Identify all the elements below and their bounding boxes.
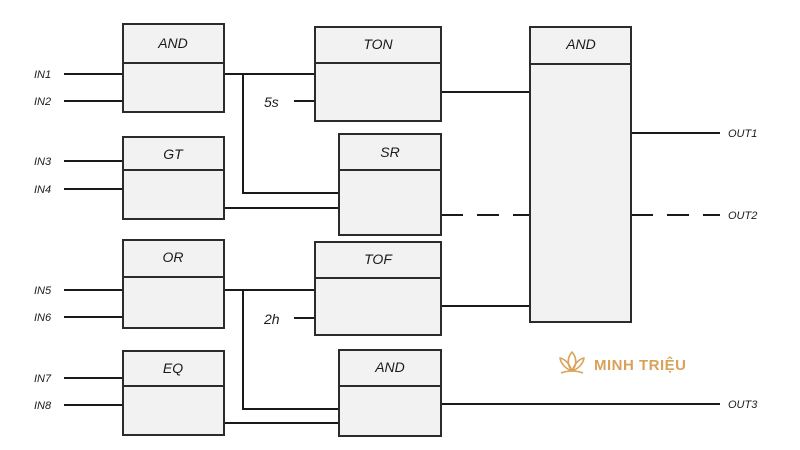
block-gt: GT bbox=[122, 136, 225, 220]
block-and1: AND bbox=[122, 23, 225, 113]
lotus-icon bbox=[555, 349, 589, 382]
input-label-in4: IN4 bbox=[34, 184, 51, 196]
block-ton: TON bbox=[314, 26, 442, 122]
output-label-out3: OUT3 bbox=[728, 399, 758, 411]
block-title-and1: AND bbox=[157, 35, 188, 51]
block-title-ton: TON bbox=[363, 36, 393, 52]
input-label-in1: IN1 bbox=[34, 69, 51, 81]
watermark-text: MINH TRIỆU bbox=[594, 357, 687, 374]
block-title-sr: SR bbox=[380, 144, 399, 160]
block-tof: TOF bbox=[314, 241, 442, 336]
input-label-in7: IN7 bbox=[34, 373, 52, 385]
input-label-in6: IN6 bbox=[34, 312, 52, 324]
block-sr: SR bbox=[338, 133, 442, 236]
block-title-and3: AND bbox=[374, 359, 405, 375]
output-label-out2: OUT2 bbox=[728, 210, 757, 222]
block-title-or: OR bbox=[163, 249, 184, 265]
block-eq: EQ bbox=[122, 350, 225, 436]
block-title-eq: EQ bbox=[163, 360, 183, 376]
input-label-in5: IN5 bbox=[34, 285, 52, 297]
wires bbox=[64, 73, 720, 424]
block-title-gt: GT bbox=[163, 146, 184, 162]
output-label-out1: OUT1 bbox=[728, 128, 757, 140]
ton-preset-label: 5s bbox=[264, 94, 279, 110]
input-label-in8: IN8 bbox=[34, 400, 52, 412]
wire-or-and3 bbox=[242, 290, 339, 410]
block-and3: AND bbox=[338, 349, 442, 437]
watermark-logo: MINH TRIỆU bbox=[555, 349, 687, 382]
input-label-in2: IN2 bbox=[34, 96, 51, 108]
wire-and1-sr bbox=[242, 74, 339, 194]
input-label-in3: IN3 bbox=[34, 156, 52, 168]
tof-preset-label: 2h bbox=[263, 311, 280, 327]
block-and-main: AND bbox=[529, 26, 632, 323]
block-title-tof: TOF bbox=[364, 251, 393, 267]
block-title-and-main: AND bbox=[565, 36, 596, 52]
block-or: OR bbox=[122, 239, 225, 329]
